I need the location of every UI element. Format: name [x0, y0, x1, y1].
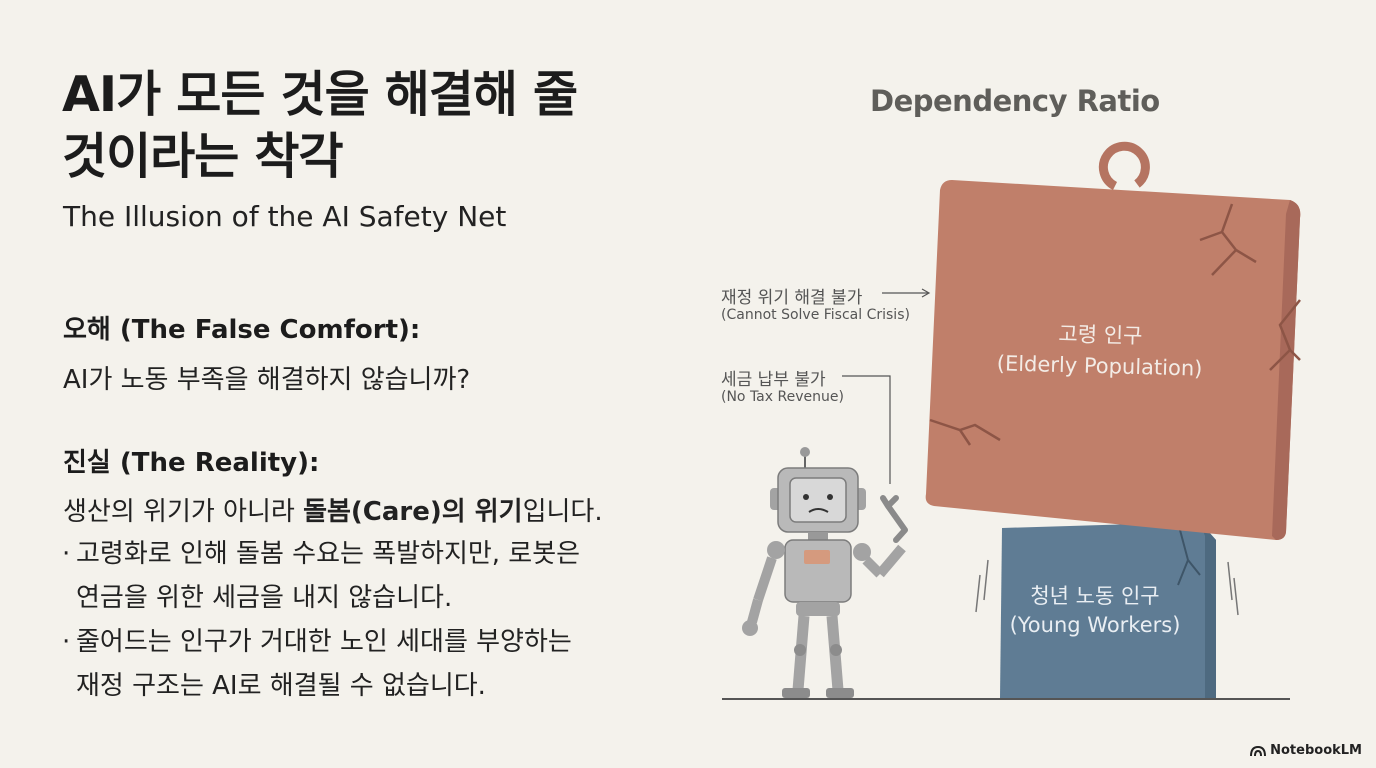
bullet-dot: · [62, 627, 71, 657]
reality-bullet-1: · 고령화로 인해 돌봄 수요는 폭발하지만, 로봇은 연금을 위한 세금을 내… [62, 532, 580, 620]
elderly-label-en: (Elderly Population) [996, 351, 1203, 381]
reality-heading: 진실 (The Reality): [63, 448, 320, 478]
young-label: 청년 노동 인구 (Young Workers) [1000, 582, 1190, 640]
notebooklm-logo: NotebookLM [1250, 743, 1362, 758]
reality-text-pre: 생산의 위기가 아니라 [63, 497, 304, 527]
bullet-1-line-1: 고령화로 인해 돌봄 수요는 폭발하지만, 로봇은 [76, 539, 581, 569]
annotation-fiscal-ko: 재정 위기 해결 불가 [721, 288, 863, 308]
reality-text-bold: 돌봄(Care)의 위기 [303, 497, 523, 527]
title-line-1: AI가 모든 것을 해결해 줄 [62, 66, 578, 123]
weight-handle-icon [1098, 141, 1150, 191]
bullet-2-line-2: 재정 구조는 AI로 해결될 수 없습니다. [76, 671, 486, 701]
title-line-2: 것이라는 착각 [62, 128, 344, 185]
reality-bullet-2: · 줄어드는 인구가 거대한 노인 세대를 부양하는 재정 구조는 AI로 해결… [62, 620, 572, 708]
logo-text: NotebookLM [1270, 743, 1362, 758]
slide-subtitle: The Illusion of the AI Safety Net [63, 200, 507, 233]
arrow-right-icon [921, 288, 931, 298]
bullet-1-line-2: 연금을 위한 세금을 내지 않습니다. [76, 583, 453, 613]
bullet-dot: · [62, 539, 71, 569]
annotation-leader-line [842, 375, 891, 484]
crack-icon [929, 418, 1001, 446]
annotation-tax-en: (No Tax Revenue) [721, 389, 844, 405]
young-label-ko: 청년 노동 인구 [1030, 584, 1160, 608]
young-label-en: (Young Workers) [1009, 613, 1181, 637]
elderly-label: 고령 인구 (Elderly Population) [989, 317, 1211, 385]
wrench-icon [880, 495, 908, 543]
misconception-text: AI가 노동 부족을 해결하지 않습니까? [63, 365, 471, 395]
illustration-title: Dependency Ratio [870, 84, 1160, 118]
reality-text-post: 입니다. [522, 497, 603, 527]
annotation-tax-ko: 세금 납부 불가 [721, 370, 826, 390]
misconception-heading: 오해 (The False Comfort): [63, 315, 421, 345]
crack-icon [1269, 299, 1301, 371]
robot-icon [742, 447, 908, 698]
crack-icon [1199, 203, 1257, 276]
bullet-2-line-1: 줄어드는 인구가 거대한 노인 세대를 부양하는 [76, 627, 572, 657]
reality-text: 생산의 위기가 아니라 돌봄(Care)의 위기입니다. [63, 491, 603, 528]
notebooklm-logo-icon [1250, 745, 1267, 756]
young-workers-block [975, 522, 1239, 698]
slide-title: AI가 모든 것을 해결해 줄 것이라는 착각 [62, 64, 662, 188]
annotation-fiscal-en: (Cannot Solve Fiscal Crisis) [721, 307, 910, 323]
elderly-population-block [925, 141, 1301, 540]
